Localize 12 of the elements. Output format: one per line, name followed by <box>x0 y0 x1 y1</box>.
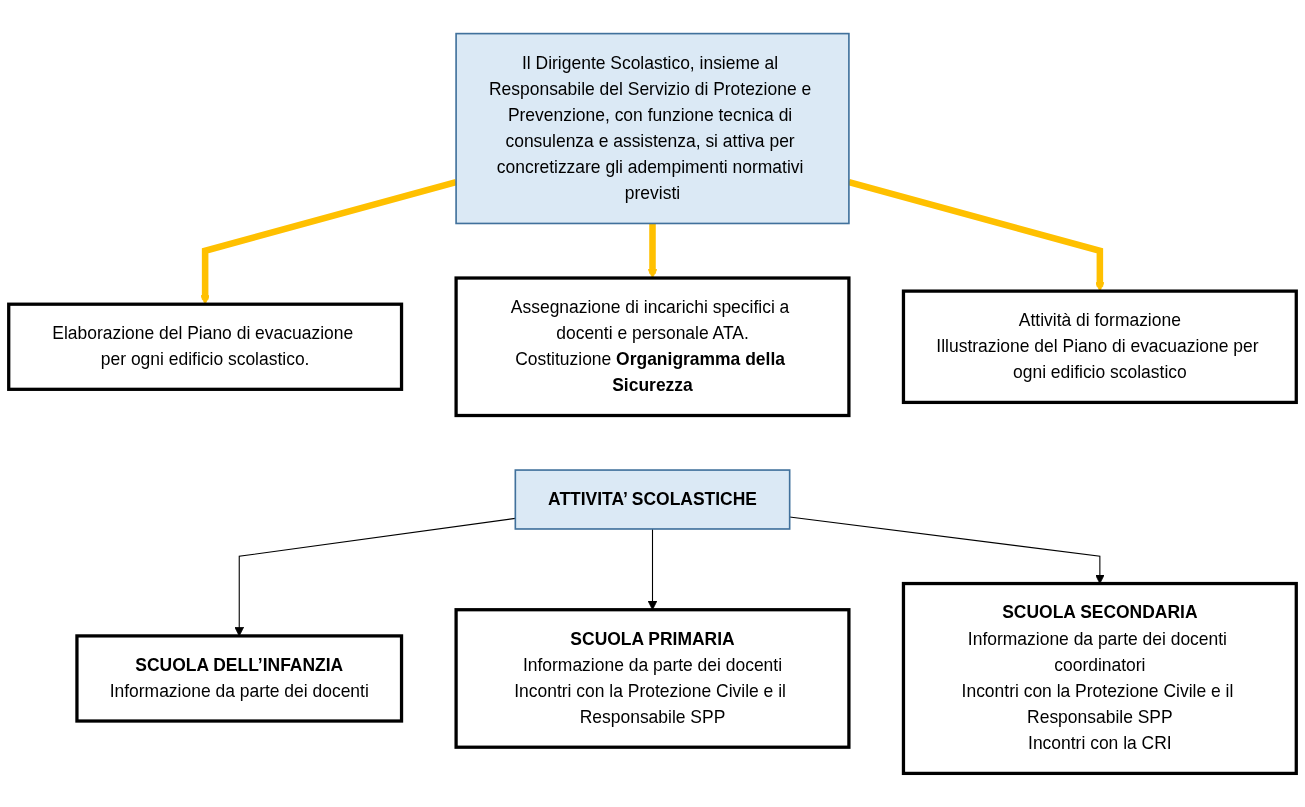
arrow <box>647 223 658 279</box>
node-box: Il Dirigente Scolastico, insieme al Responsabile del Servizio di Protezione e Prevenzione, con funzione tecnica di consulenza e assistenza, si attiva per concretizzare gli adempimenti normativi previsti <box>455 32 850 225</box>
node-box: SCUOLA PRIMARIA Informazione da parte dei docenti Incontri con la Protezione Civile e il Responsabile SPP <box>454 608 851 749</box>
node-box: Assegnazione di incarichi specifici a docenti e personale ATA. Costituzione Organigramma della Sicurezza <box>454 276 851 418</box>
node-box: Attività di formazione Illustrazione del Piano di evacuazione per ogni edificio scolastico <box>901 289 1298 405</box>
arrow <box>200 179 457 305</box>
arrow <box>848 179 1105 292</box>
node-box: SCUOLA SECONDARIA Informazione da parte dei docenti coordinatori Incontri con la Protezione Civile e il Responsabile SPP Incontri con la CRI <box>901 581 1298 776</box>
node-box: ATTIVITA’ SCOLASTICHE <box>514 469 791 530</box>
node-box: Elaborazione del Piano di evacuazione per ogni edificio scolastico. <box>7 302 404 391</box>
node-box: SCUOLA DELL’INFANZIA Informazione da parte dei docenti <box>75 634 404 723</box>
arrow <box>789 516 1105 584</box>
